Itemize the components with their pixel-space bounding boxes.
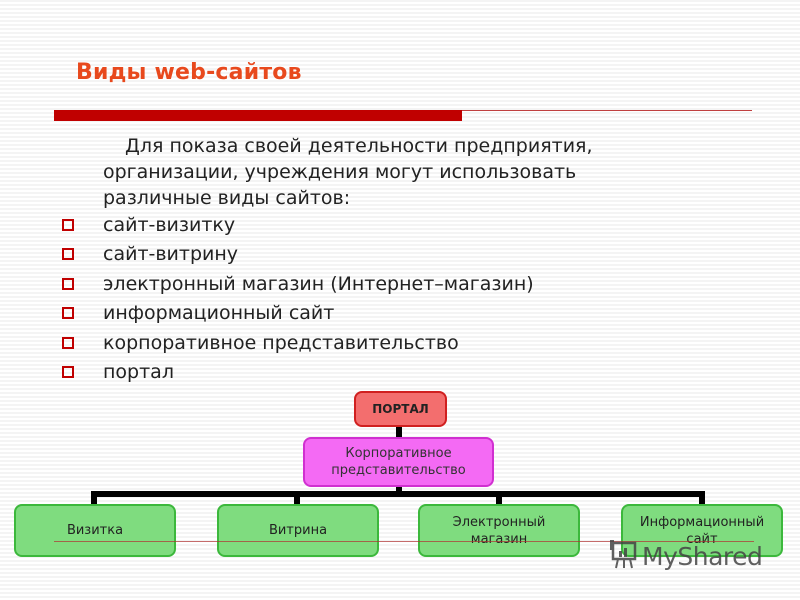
node-eshop-line-2: магазин: [470, 531, 528, 547]
node-eshop-label: Электронный магазин: [453, 514, 546, 548]
list-item: электронный магазин (Интернет–магазин): [62, 269, 534, 299]
list-item: информационный сайт: [62, 299, 534, 329]
node-corporate-line-1: Корпоративное: [345, 446, 452, 461]
list-item: портал: [62, 358, 534, 388]
node-vitrina: Витрина: [217, 504, 379, 557]
intro-paragraph: Для показа своей деятельности предприяти…: [103, 133, 703, 211]
node-corporate: Корпоративное представительство: [303, 437, 494, 487]
watermark: MyShared: [608, 538, 763, 574]
decorative-red-line: [54, 541, 754, 542]
node-info-site-line-1: Информационный: [639, 514, 765, 530]
list-item: корпоративное представительство: [62, 328, 534, 358]
list-item-text: сайт-витрину: [103, 243, 239, 266]
intro-line-1: Для показа своей деятельности предприяти…: [125, 135, 593, 157]
square-bullet-icon: [62, 218, 74, 231]
node-vitrina-label: Витрина: [268, 523, 328, 538]
node-eshop-line-1: Электронный: [452, 514, 546, 530]
intro-line-2: организации, учреждения могут использова…: [103, 161, 577, 183]
slide-title: Виды web-сайтов: [76, 60, 302, 85]
node-vizitka-label: Визитка: [66, 523, 124, 538]
square-bullet-icon: [62, 277, 74, 290]
list-item: сайт-витрину: [62, 240, 534, 270]
intro-line-3: различные виды сайтов:: [103, 187, 351, 209]
connector-horizontal-bus: [91, 491, 705, 497]
presentation-board-icon: [608, 538, 638, 574]
connector-root-middle: [396, 427, 402, 437]
list-item-text: информационный сайт: [103, 302, 335, 325]
node-portal-label: ПОРТАЛ: [372, 401, 429, 416]
square-bullet-icon: [62, 366, 74, 379]
node-info-site-label: Информационный сайт: [640, 514, 764, 548]
title-accent-line: [462, 110, 752, 111]
square-bullet-icon: [62, 307, 74, 320]
connector-leaf-3: [496, 491, 502, 505]
list-item-text: портал: [103, 361, 174, 384]
watermark-text: MyShared: [642, 541, 763, 571]
list-item: сайт-визитку: [62, 210, 534, 240]
list-item-text: сайт-визитку: [103, 213, 236, 236]
node-corporate-line-2: представительство: [331, 463, 466, 478]
square-bullet-icon: [62, 336, 74, 349]
list-item-text: корпоративное представительство: [103, 331, 459, 354]
node-info-site-line-2: сайт: [686, 531, 718, 547]
node-info-site: Информационный сайт: [621, 504, 783, 557]
node-eshop: Электронный магазин: [418, 504, 580, 557]
title-accent-bar: [54, 110, 462, 121]
connector-leaf-4: [699, 491, 705, 505]
connector-leaf-2: [294, 491, 300, 505]
node-corporate-label: Корпоративное представительство: [331, 445, 465, 479]
site-types-list: сайт-визитку сайт-витрину электронный ма…: [62, 210, 534, 387]
node-vizitka: Визитка: [14, 504, 176, 557]
connector-leaf-1: [91, 491, 97, 505]
list-item-text: электронный магазин (Интернет–магазин): [103, 272, 534, 295]
node-portal: ПОРТАЛ: [354, 391, 447, 427]
square-bullet-icon: [62, 248, 74, 261]
